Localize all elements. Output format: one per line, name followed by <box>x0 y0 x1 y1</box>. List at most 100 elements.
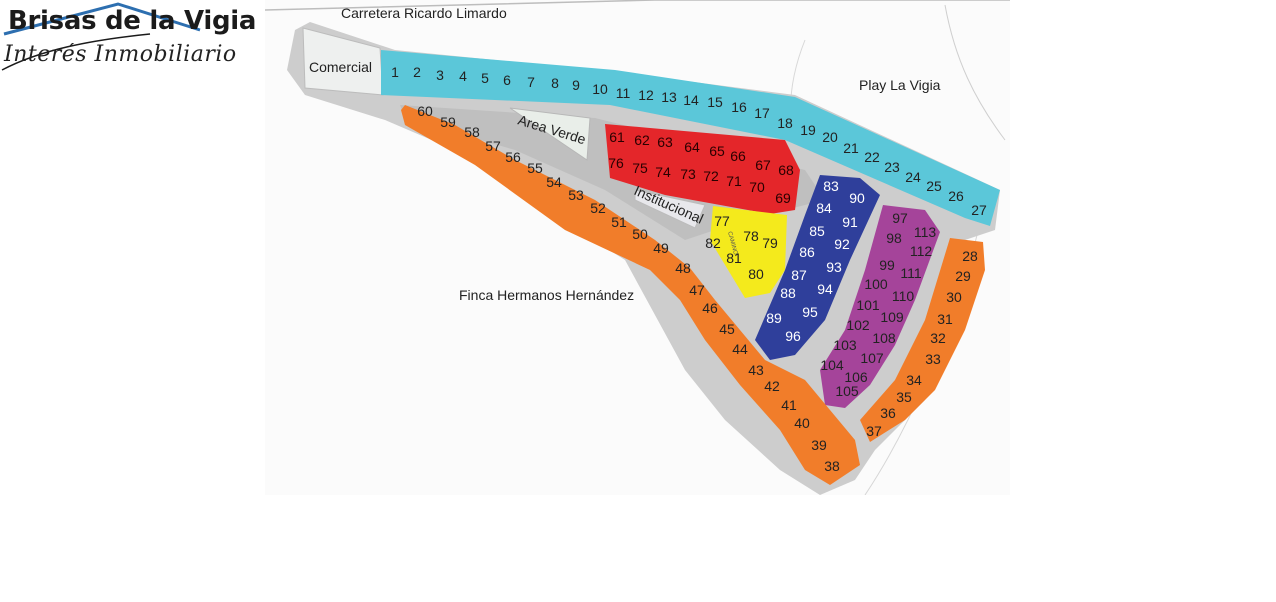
lot-113[interactable]: 113 <box>914 224 937 240</box>
lot-90[interactable]: 90 <box>849 190 865 206</box>
lot-39[interactable]: 39 <box>811 437 827 453</box>
lot-14[interactable]: 14 <box>683 92 699 108</box>
lot-38[interactable]: 38 <box>824 458 840 474</box>
lot-32[interactable]: 32 <box>930 330 946 346</box>
lot-51[interactable]: 51 <box>611 214 627 230</box>
lot-62[interactable]: 62 <box>634 132 650 148</box>
lot-65[interactable]: 65 <box>709 143 725 159</box>
lot-42[interactable]: 42 <box>764 378 780 394</box>
lot-31[interactable]: 31 <box>937 311 953 327</box>
lot-66[interactable]: 66 <box>730 148 746 164</box>
lot-91[interactable]: 91 <box>842 214 858 230</box>
lot-108[interactable]: 108 <box>872 330 896 346</box>
lot-96[interactable]: 96 <box>785 328 801 344</box>
lot-95[interactable]: 95 <box>802 304 818 320</box>
lot-58[interactable]: 58 <box>464 124 480 140</box>
lot-110[interactable]: 110 <box>892 288 915 304</box>
lot-75[interactable]: 75 <box>632 160 648 176</box>
lot-2[interactable]: 2 <box>413 64 421 80</box>
lot-78[interactable]: 78 <box>743 228 759 244</box>
lot-94[interactable]: 94 <box>817 281 833 297</box>
lot-10[interactable]: 10 <box>592 81 608 97</box>
lot-49[interactable]: 49 <box>653 240 669 256</box>
lot-43[interactable]: 43 <box>748 362 764 378</box>
lot-61[interactable]: 61 <box>609 129 625 145</box>
lot-6[interactable]: 6 <box>503 72 511 88</box>
lot-4[interactable]: 4 <box>459 68 467 84</box>
lot-41[interactable]: 41 <box>781 397 797 413</box>
lot-28[interactable]: 28 <box>962 248 978 264</box>
lot-36[interactable]: 36 <box>880 405 896 421</box>
lot-53[interactable]: 53 <box>568 187 584 203</box>
lot-73[interactable]: 73 <box>680 166 696 182</box>
lot-76[interactable]: 76 <box>608 155 624 171</box>
lot-111[interactable]: 111 <box>900 265 921 281</box>
lot-9[interactable]: 9 <box>572 77 580 93</box>
lot-70[interactable]: 70 <box>749 179 765 195</box>
lot-107[interactable]: 107 <box>860 350 884 366</box>
lot-18[interactable]: 18 <box>777 115 793 131</box>
lot-86[interactable]: 86 <box>799 244 815 260</box>
lot-68[interactable]: 68 <box>778 162 794 178</box>
lot-103[interactable]: 103 <box>833 337 857 353</box>
lot-20[interactable]: 20 <box>822 129 838 145</box>
lot-60[interactable]: 60 <box>417 103 433 119</box>
lot-104[interactable]: 104 <box>820 357 844 373</box>
lot-26[interactable]: 26 <box>948 188 964 204</box>
lot-92[interactable]: 92 <box>834 236 850 252</box>
lot-99[interactable]: 99 <box>879 257 895 273</box>
lot-12[interactable]: 12 <box>638 87 654 103</box>
lot-29[interactable]: 29 <box>955 268 971 284</box>
lot-64[interactable]: 64 <box>684 139 700 155</box>
lot-93[interactable]: 93 <box>826 259 842 275</box>
lot-15[interactable]: 15 <box>707 94 723 110</box>
lot-7[interactable]: 7 <box>527 74 535 90</box>
lot-23[interactable]: 23 <box>884 159 900 175</box>
lot-89[interactable]: 89 <box>766 310 782 326</box>
lot-8[interactable]: 8 <box>551 75 559 91</box>
lot-16[interactable]: 16 <box>731 99 747 115</box>
lot-5[interactable]: 5 <box>481 70 489 86</box>
lot-33[interactable]: 33 <box>925 351 941 367</box>
lot-27[interactable]: 27 <box>971 202 987 218</box>
lot-100[interactable]: 100 <box>864 276 888 292</box>
lot-77[interactable]: 77 <box>714 213 730 229</box>
lot-13[interactable]: 13 <box>661 89 677 105</box>
lot-106[interactable]: 106 <box>844 369 868 385</box>
lot-37[interactable]: 37 <box>866 423 882 439</box>
lot-69[interactable]: 69 <box>775 190 791 206</box>
lot-11[interactable]: 11 <box>616 85 631 101</box>
lot-85[interactable]: 85 <box>809 223 825 239</box>
lot-35[interactable]: 35 <box>896 389 912 405</box>
lot-34[interactable]: 34 <box>906 372 922 388</box>
lot-54[interactable]: 54 <box>546 174 562 190</box>
lot-48[interactable]: 48 <box>675 260 691 276</box>
lot-25[interactable]: 25 <box>926 178 942 194</box>
lot-1[interactable]: 1 <box>391 64 399 80</box>
lot-72[interactable]: 72 <box>703 168 719 184</box>
lot-71[interactable]: 71 <box>726 173 742 189</box>
lot-56[interactable]: 56 <box>505 149 521 165</box>
lot-88[interactable]: 88 <box>780 285 796 301</box>
lot-74[interactable]: 74 <box>655 164 671 180</box>
lot-98[interactable]: 98 <box>886 230 902 246</box>
lot-63[interactable]: 63 <box>657 134 673 150</box>
lot-101[interactable]: 101 <box>856 297 880 313</box>
lot-105[interactable]: 105 <box>835 383 859 399</box>
lot-45[interactable]: 45 <box>719 321 735 337</box>
lot-50[interactable]: 50 <box>632 226 648 242</box>
lot-80[interactable]: 80 <box>748 266 764 282</box>
lot-24[interactable]: 24 <box>905 169 921 185</box>
lot-79[interactable]: 79 <box>762 235 778 251</box>
lot-40[interactable]: 40 <box>794 415 810 431</box>
lot-30[interactable]: 30 <box>946 289 962 305</box>
lot-19[interactable]: 19 <box>800 122 816 138</box>
lot-87[interactable]: 87 <box>791 267 807 283</box>
lot-3[interactable]: 3 <box>436 67 444 83</box>
lot-67[interactable]: 67 <box>755 157 771 173</box>
lot-82[interactable]: 82 <box>705 235 721 251</box>
lot-81[interactable]: 81 <box>726 250 742 266</box>
lot-83[interactable]: 83 <box>823 178 839 194</box>
lot-44[interactable]: 44 <box>732 341 748 357</box>
lot-84[interactable]: 84 <box>816 200 832 216</box>
